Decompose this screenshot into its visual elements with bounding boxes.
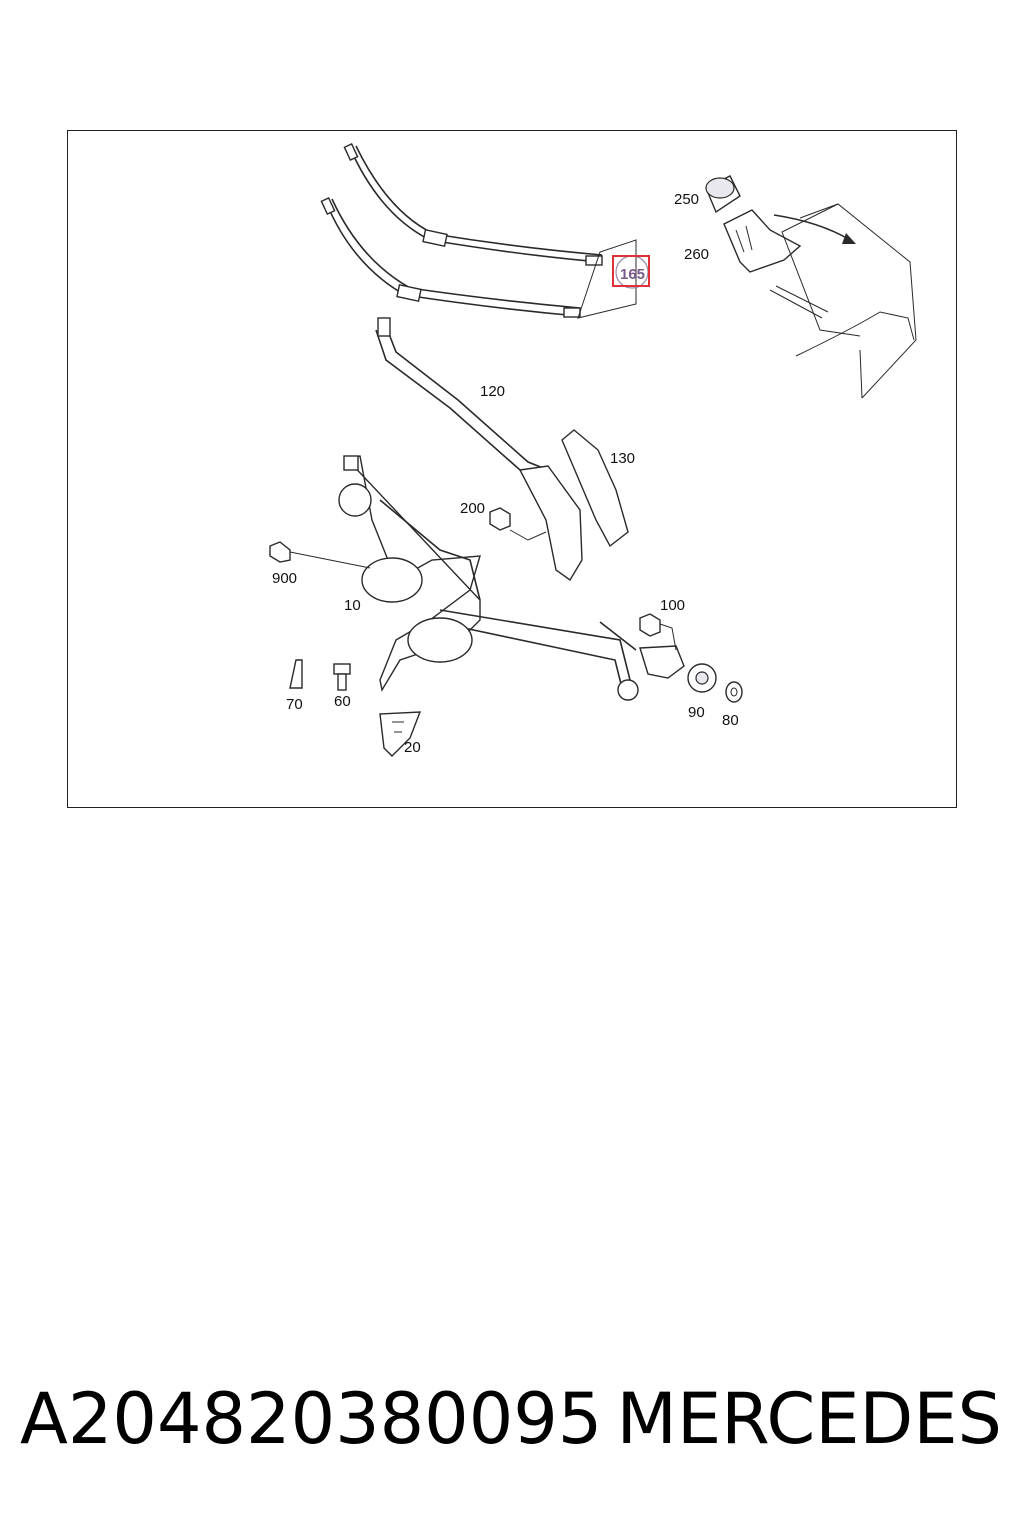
part-label-260: 260 xyxy=(684,246,709,263)
part-label-70: 70 xyxy=(286,696,303,713)
part-260-cover xyxy=(723,209,802,273)
part-label-60: 60 xyxy=(334,693,351,710)
part-100-nut xyxy=(639,613,677,651)
part-label-20: 20 xyxy=(404,739,421,756)
part-200-nut xyxy=(489,507,547,541)
part-label-90: 90 xyxy=(688,704,705,721)
part-90-grommet xyxy=(687,663,717,693)
part-label-200: 200 xyxy=(460,500,485,517)
part-label-120: 120 xyxy=(480,383,505,400)
footer: A204820380095 MERCEDES xyxy=(0,1378,1024,1468)
part-label-80: 80 xyxy=(722,712,739,729)
part-80-washer xyxy=(725,681,743,703)
part-130-cap xyxy=(561,429,629,548)
part-label-130: 130 xyxy=(610,450,635,467)
vehicle-outline xyxy=(769,203,917,399)
part-label-250: 250 xyxy=(674,191,699,208)
part-label-900: 900 xyxy=(272,570,297,587)
part-20-bracket xyxy=(379,711,422,757)
wiper-linkage-assembly xyxy=(338,455,685,701)
part-label-10: 10 xyxy=(344,597,361,614)
part-number: A204820380095 xyxy=(20,1378,603,1460)
brand-name: MERCEDES xyxy=(616,1378,1002,1460)
arrow-to-vehicle xyxy=(773,214,851,241)
diagram-frame xyxy=(67,130,957,808)
part-70-cap xyxy=(289,659,303,689)
wiper-arm-120 xyxy=(375,317,583,582)
part-900-clip xyxy=(269,541,371,569)
part-250-clip xyxy=(705,175,741,214)
part-165-callout[interactable]: 165 xyxy=(612,255,650,289)
part-60-bolt xyxy=(333,663,351,691)
wiper-blade-lower xyxy=(320,197,581,318)
wiper-blade-upper xyxy=(343,143,603,266)
part-label-100: 100 xyxy=(660,597,685,614)
part-label-165: 165 xyxy=(620,266,645,283)
